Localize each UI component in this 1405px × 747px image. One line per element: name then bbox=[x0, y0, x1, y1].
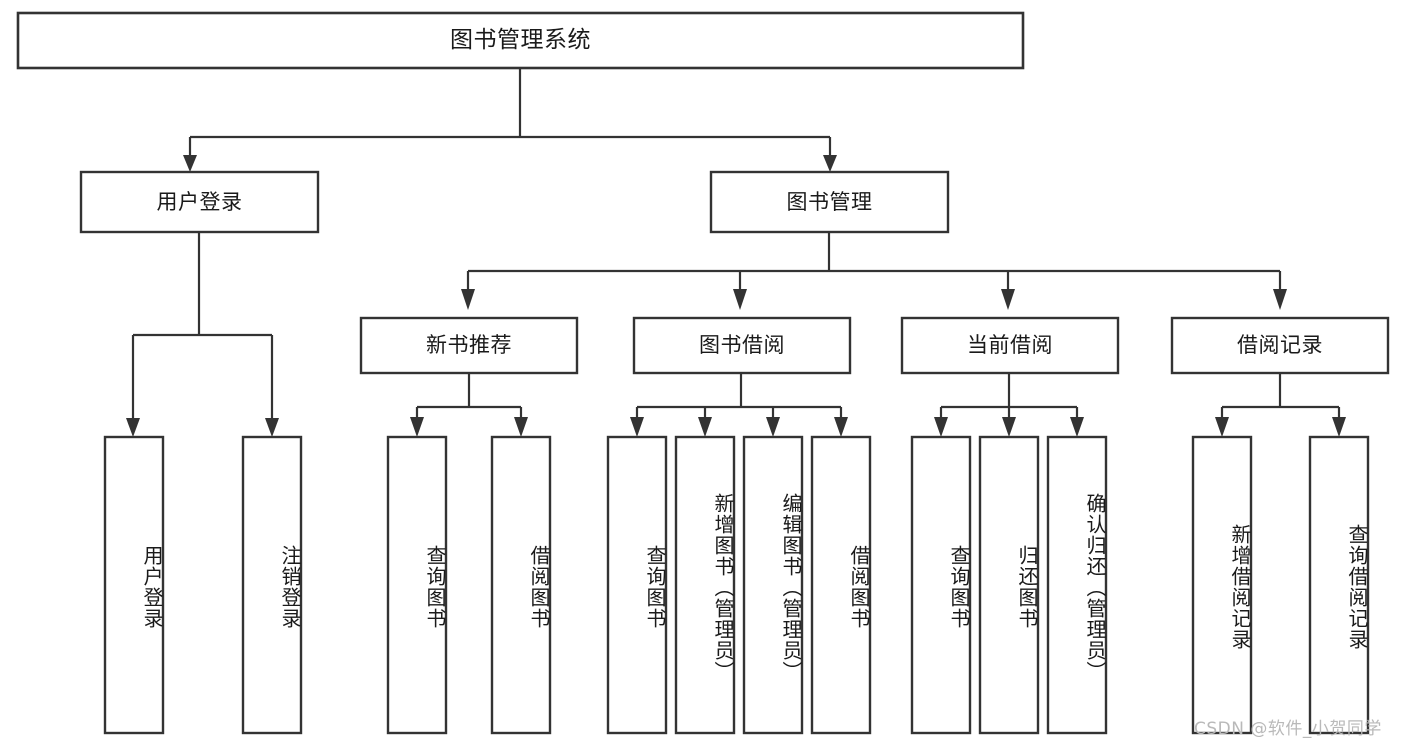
node-box-current-borrow[interactable] bbox=[900, 316, 1120, 375]
node-box-leaf-query-record[interactable] bbox=[1308, 435, 1370, 735]
watermark-text: CSDN @软件_小贺同学 bbox=[1194, 719, 1382, 739]
node-box-leaf-confirm-return[interactable] bbox=[1046, 435, 1108, 735]
node-box-root[interactable] bbox=[16, 11, 1025, 70]
arrowhead-borrow-record bbox=[1273, 289, 1287, 310]
node-box-leaf-add-book[interactable] bbox=[674, 435, 736, 735]
node-box-leaf-add-record[interactable] bbox=[1191, 435, 1253, 735]
arrowhead-leaf-add-book bbox=[698, 417, 712, 437]
node-box-borrow-record[interactable] bbox=[1170, 316, 1390, 375]
arrowhead-new-book-recommend bbox=[461, 289, 475, 310]
node-box-leaf-query-book-3[interactable] bbox=[910, 435, 972, 735]
node-box-leaf-borrow-book-2[interactable] bbox=[810, 435, 872, 735]
node-box-leaf-edit-book[interactable] bbox=[742, 435, 804, 735]
node-box-leaf-logout-login[interactable] bbox=[241, 435, 303, 735]
node-box-leaf-return-book[interactable] bbox=[978, 435, 1040, 735]
arrowhead-leaf-user-login bbox=[126, 418, 140, 437]
node-box-leaf-user-login[interactable] bbox=[103, 435, 165, 735]
arrowhead-leaf-edit-book bbox=[766, 417, 780, 437]
arrowhead-leaf-query-book-3 bbox=[934, 417, 948, 437]
connector-group bbox=[126, 68, 1346, 437]
arrowhead-leaf-query-book-1 bbox=[410, 417, 424, 437]
arrowhead-current-borrow bbox=[1001, 289, 1015, 310]
node-box-leaf-query-book-2[interactable] bbox=[606, 435, 668, 735]
arrowhead-leaf-borrow-book-2 bbox=[834, 417, 848, 437]
arrowhead-leaf-confirm-return bbox=[1070, 417, 1084, 437]
node-box-leaf-borrow-book-1[interactable] bbox=[490, 435, 552, 735]
arrowhead-book-borrow bbox=[733, 289, 747, 310]
node-box-user-login[interactable] bbox=[79, 170, 320, 234]
arrowhead-leaf-add-record bbox=[1215, 417, 1229, 437]
node-box-leaf-query-book-1[interactable] bbox=[386, 435, 448, 735]
arrowhead-book-management bbox=[823, 155, 837, 172]
arrowhead-leaf-borrow-book-1 bbox=[514, 417, 528, 437]
node-box-book-borrow[interactable] bbox=[632, 316, 852, 375]
node-box-book-management[interactable] bbox=[709, 170, 950, 234]
node-box-new-book-recommend[interactable] bbox=[359, 316, 579, 375]
arrowhead-leaf-query-book-2 bbox=[630, 417, 644, 437]
arrowhead-leaf-return-book bbox=[1002, 417, 1016, 437]
arrowhead-user-login bbox=[183, 155, 197, 172]
node-box-group bbox=[16, 11, 1390, 735]
arrowhead-leaf-logout-login bbox=[265, 418, 279, 437]
arrowhead-leaf-query-record bbox=[1332, 417, 1346, 437]
